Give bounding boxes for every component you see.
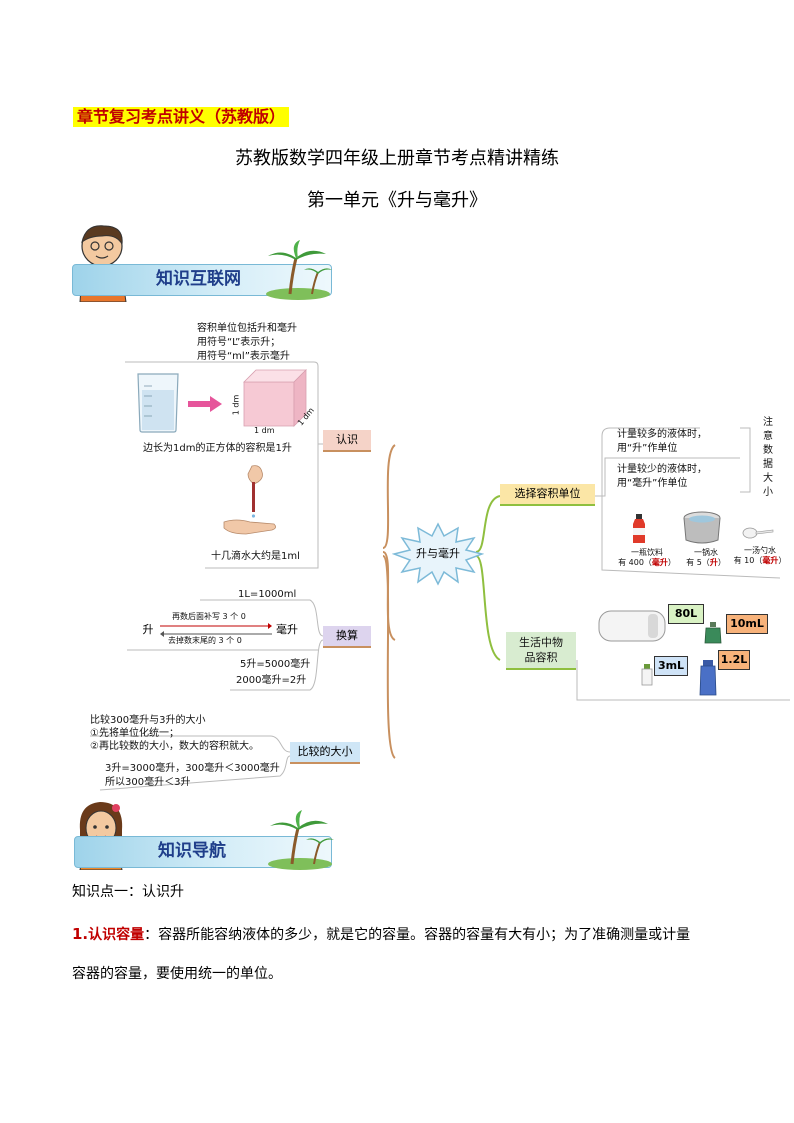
recognize-node: 认识 [323, 430, 371, 452]
unit-line-2: 用符号“L”表示升； [197, 337, 281, 348]
note-column: 注 意 数 据 大 小 [760, 416, 776, 500]
item-prefix: 有 5（ [686, 558, 710, 567]
dm-label-left: 1 dm [231, 394, 241, 416]
tag-80l: 80L [668, 604, 704, 624]
center-starburst [392, 522, 484, 586]
beaker-icon [137, 373, 179, 433]
note-char: 据 [763, 459, 773, 470]
compare-example-1: 3升=3000毫升，300毫升＜3000毫升 [105, 763, 280, 774]
item-answer: 升 [709, 558, 718, 567]
banner-title: 知识互联网 [156, 269, 241, 289]
small-bottle-icon [641, 664, 653, 686]
pot-icon [683, 511, 721, 544]
palm-tree-icon [268, 810, 334, 870]
unit-line-3: 用符号“ml”表示毫升 [197, 351, 290, 362]
item-suffix: ） [778, 556, 787, 565]
compare-example-2: 所以300毫升＜3升 [105, 777, 191, 788]
note-char: 小 [763, 487, 773, 498]
center-node: 升与毫升 [416, 547, 460, 560]
paragraph-1: 1.认识容量：容器所能容纳液体的多少，就是它的容量。容器的容量有大有小；为了准确… [72, 924, 732, 945]
item-amount: 有 10（毫升） [730, 556, 790, 566]
palm-tree-icon [266, 240, 332, 300]
convert-equation: 1L=1000ml [238, 589, 297, 600]
item-amount: 有 5（升） [680, 558, 732, 568]
item-name: 一锅水 [694, 548, 718, 557]
daily-node: 生活中物 品容积 [506, 632, 576, 670]
compare-line-3: ②再比较数的大小，数大的容积就大。 [90, 741, 259, 752]
compare-node: 比较的大小 [290, 742, 360, 764]
knowledge-network-banner: 知识互联网 [72, 224, 332, 302]
item-name: 一汤勺水 [744, 546, 776, 555]
convert-example-2: 2000毫升=2升 [236, 675, 307, 686]
item-prefix: 有 400（ [618, 558, 652, 567]
note-char: 意 [763, 431, 773, 442]
item-answer: 毫升 [762, 556, 779, 565]
thermos-icon [699, 660, 717, 696]
compare-line-2: ①先将单位化统一； [90, 728, 179, 739]
cube-icon [243, 369, 307, 427]
compare-line-1: 比较300毫升与3升的大小 [90, 715, 206, 726]
knowledge-point-title: 知识点一：认识升 [72, 884, 184, 900]
note-char: 注 [763, 417, 773, 428]
note-char: 大 [763, 473, 773, 484]
daily-label-1: 生活中物 [519, 636, 563, 649]
perfume-icon [704, 622, 722, 644]
daily-label-2: 品容积 [524, 651, 558, 664]
header-tag: 章节复习考点讲义（苏教版） [73, 107, 290, 127]
paragraph-number: 1. [72, 925, 89, 943]
drop-caption: 十几滴水大约是1ml [211, 551, 300, 562]
convert-node: 换算 [323, 626, 371, 648]
paragraph-1-continued: 容器的容量，要使用统一的单位。 [72, 966, 282, 982]
dropper-hand-icon [223, 465, 276, 535]
choose-more-1: 计量较多的液体时， [617, 429, 707, 440]
convert-arrows [160, 623, 272, 637]
choose-node: 选择容积单位 [500, 484, 595, 506]
item-prefix: 有 10（ [733, 556, 763, 565]
arrow-right-icon [188, 396, 222, 412]
knowledge-navigation-banner: 知识导航 [72, 800, 334, 870]
cube-caption: 边长为1dm的正方体的容积是1升 [143, 443, 292, 454]
choose-item-drink: 一瓶饮料 有 400（毫升） [614, 548, 680, 568]
spoon-icon [742, 527, 774, 539]
item-answer: 毫升 [651, 558, 668, 567]
tag-3ml: 3mL [654, 656, 688, 676]
paragraph-term: 认识容量 [88, 927, 145, 943]
choose-item-spoon: 一汤勺水 有 10（毫升） [730, 546, 790, 566]
choose-less-1: 计量较少的液体时， [617, 464, 707, 475]
tag-10ml: 10mL [726, 614, 768, 634]
note-char: 数 [763, 445, 773, 456]
drink-bottle-icon [633, 514, 645, 543]
choose-less-2: 用“毫升”作单位 [617, 478, 688, 489]
choose-item-pot: 一锅水 有 5（升） [680, 548, 732, 568]
dm-label-bottom: 1 dm [254, 426, 275, 435]
item-suffix: ） [717, 558, 726, 567]
choose-more-2: 用“升”作单位 [617, 443, 678, 454]
unit-title: 第一单元《升与毫升》 [307, 190, 487, 211]
paragraph-text: 容器所能容纳液体的多少，就是它的容量。容器的容量有大有小；为了准确测量或计量 [158, 927, 691, 943]
tag-1-2l: 1.2L [718, 650, 750, 670]
convert-lower-rule: 去掉数末尾的 3 个 0 [168, 636, 242, 645]
convert-upper-rule: 再数后面补写 3 个 0 [172, 612, 246, 621]
page-title: 苏教版数学四年级上册章节考点精讲精练 [235, 148, 559, 169]
paragraph-colon: ： [144, 927, 159, 943]
banner-title: 知识导航 [158, 841, 226, 861]
item-suffix: ） [667, 558, 676, 567]
convert-right-unit: 毫升 [276, 623, 298, 636]
convert-example-1: 5升=5000毫升 [240, 659, 311, 670]
convert-left-unit: 升 [142, 623, 154, 636]
item-amount: 有 400（毫升） [614, 558, 680, 568]
item-name: 一瓶饮料 [631, 548, 663, 557]
unit-line-1: 容积单位包括升和毫升 [197, 323, 297, 334]
water-heater-icon [598, 610, 666, 642]
